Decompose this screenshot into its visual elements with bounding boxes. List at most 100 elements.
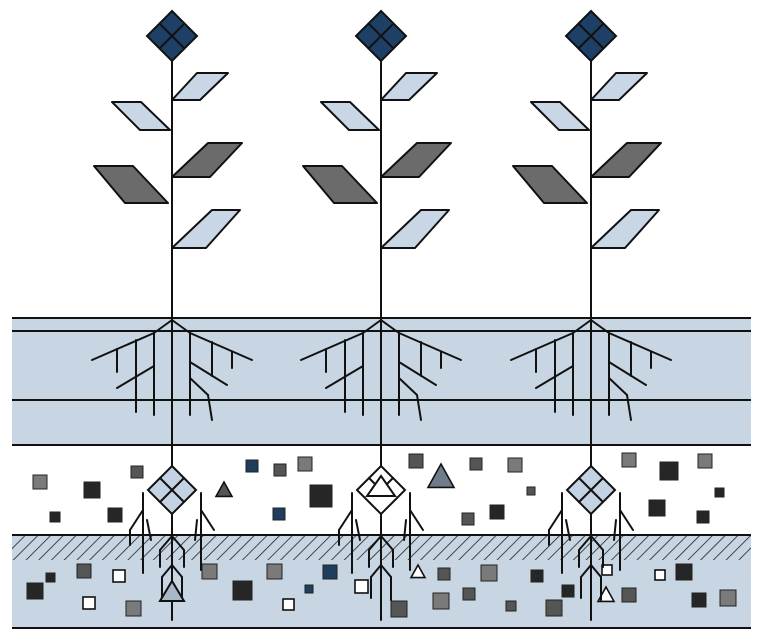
soil-particle-square (561, 584, 575, 598)
soil-particle-square (322, 564, 338, 580)
soil-particle-square (530, 569, 544, 583)
soil-particle-square (697, 453, 713, 469)
soil-particle-square (462, 587, 476, 601)
soil-particles (26, 452, 737, 618)
plant-3 (510, 9, 672, 621)
root-line (370, 564, 382, 578)
soil-particle-square (266, 563, 283, 580)
leaf (380, 72, 438, 101)
root-line (572, 319, 592, 334)
soil-particle-square (432, 592, 450, 610)
leaf (590, 209, 660, 249)
leaf (380, 209, 450, 249)
leaf (93, 165, 169, 204)
soil-particle-square (304, 584, 314, 594)
soil-particle-square (675, 563, 693, 581)
root-line (194, 519, 198, 541)
leaf (530, 101, 590, 131)
plant-2 (300, 9, 462, 621)
soil-particle-square (714, 487, 725, 498)
root-line (380, 319, 400, 334)
node-line (368, 477, 376, 485)
soil-particle-square (76, 563, 92, 579)
soil-particle-square (461, 512, 475, 526)
soil-particle-square (507, 457, 523, 473)
soil-particle-hollow-square (654, 569, 666, 581)
leaf (380, 142, 452, 178)
leaf (590, 72, 648, 101)
soil-particle-square (83, 481, 101, 499)
soil-particle-square (480, 564, 498, 582)
leaf (171, 209, 241, 249)
root-line (398, 332, 462, 361)
soil-particle-square (201, 563, 218, 580)
leaf (590, 142, 662, 178)
root-line (189, 377, 209, 396)
root-line (300, 332, 364, 361)
root-line (355, 519, 361, 541)
root-line (338, 509, 353, 531)
root-line (146, 519, 152, 541)
root-line (161, 564, 173, 578)
root-line (362, 319, 382, 334)
root-line (116, 365, 155, 389)
root-line (580, 564, 592, 578)
soil-particle-square (232, 580, 253, 601)
soil-particle-square (309, 484, 333, 508)
soil-particle-square (526, 486, 536, 496)
root-node-triangle (365, 474, 397, 497)
soil-particle-square (437, 567, 451, 581)
node-line (386, 477, 394, 485)
root-line (590, 319, 610, 334)
root-tip-triangle (158, 579, 186, 602)
root-line (510, 332, 574, 361)
root-line (590, 564, 602, 578)
soil-particle-hollow-square (354, 579, 369, 594)
leaf (111, 101, 171, 131)
root-line (548, 509, 563, 531)
root-line (189, 332, 253, 361)
root-line (91, 332, 155, 361)
soil-particle-hollow-square (112, 569, 126, 583)
soil-particle-triangle (409, 563, 427, 579)
leaf (302, 165, 378, 204)
plants (91, 9, 672, 621)
soil-particle-square (390, 600, 408, 618)
soil-particle-hollow-square (82, 596, 96, 610)
root-line (129, 509, 144, 531)
soil-particle-square (621, 452, 637, 468)
leaf (512, 165, 588, 204)
plant-1 (91, 9, 253, 621)
soil-particle-square (49, 511, 61, 523)
root-line (416, 394, 422, 421)
soil-particle-square (648, 499, 666, 517)
soil-particle-square (272, 507, 286, 521)
soil-particle-square (489, 504, 505, 520)
root-line (608, 332, 672, 361)
root-line (608, 361, 647, 386)
node-divider (159, 477, 185, 503)
root-line (398, 377, 418, 396)
root-line (380, 564, 392, 578)
flower-divider (158, 22, 186, 50)
root-line (189, 361, 228, 386)
root-line (368, 535, 382, 551)
soil-particle-triangle (214, 480, 234, 498)
root-line (535, 365, 574, 389)
soil-particle-square (107, 507, 123, 523)
soil-particle-square (505, 600, 517, 612)
soil-particle-square (125, 600, 142, 617)
soil-particle-square (545, 599, 563, 617)
soil-particle-square (26, 582, 44, 600)
root-line (171, 535, 185, 551)
leaf (320, 101, 380, 131)
root-line (171, 319, 191, 334)
soil-particle-square (719, 589, 737, 607)
leaf (171, 142, 243, 178)
root-line (207, 394, 213, 421)
soil-particle-hollow-square (282, 598, 295, 611)
soil-particle-square (659, 461, 679, 481)
soil-particle-square (273, 463, 287, 477)
root-line (171, 564, 183, 578)
leaf (171, 72, 229, 101)
